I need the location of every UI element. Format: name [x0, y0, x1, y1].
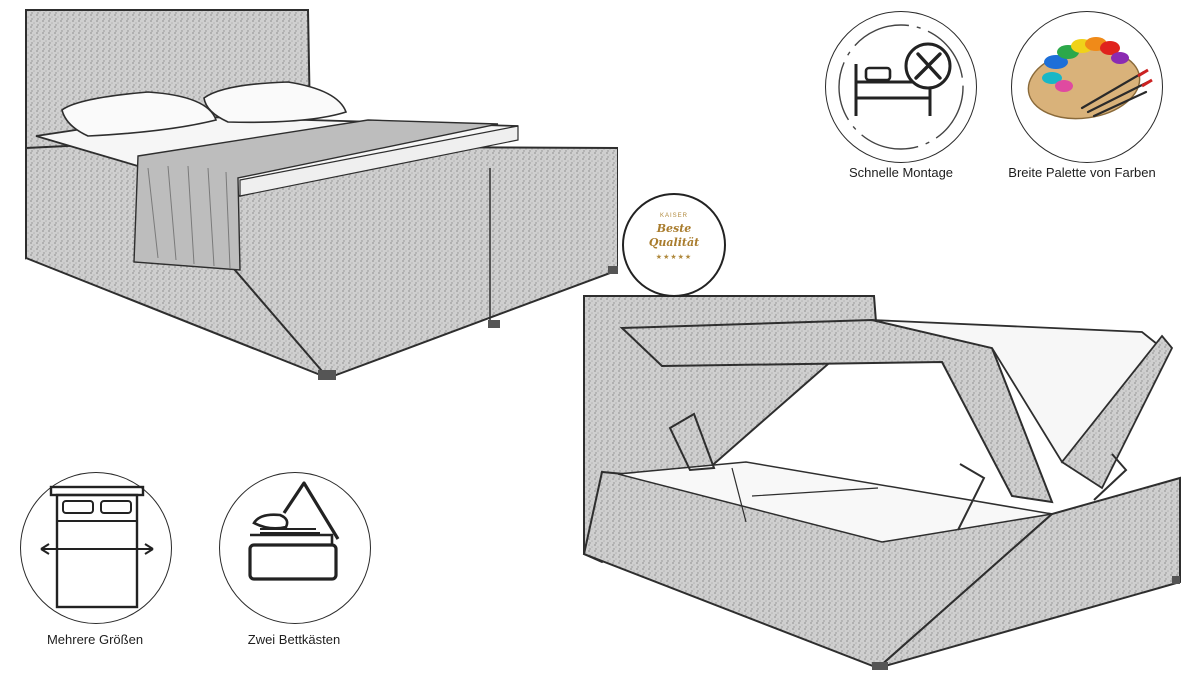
feature-sizes [20, 472, 172, 624]
bed-with-tools-icon [838, 24, 964, 150]
feature-sizes-label: Mehrere Größen [46, 632, 144, 647]
storage-box-icon [248, 481, 340, 581]
badge-brand: KAISER [659, 213, 688, 219]
paint-palette-icon [1027, 37, 1153, 120]
feature-storage [219, 472, 371, 624]
feature-colors [1011, 11, 1163, 163]
badge-line-2: Qualität [648, 236, 700, 249]
badge-line-1: Beste [656, 222, 692, 235]
feature-assembly-label: Schnelle Montage [848, 165, 954, 180]
feature-assembly [825, 11, 977, 163]
bed-size-arrows-icon [40, 485, 154, 609]
closed-bed-illustration [18, 8, 618, 388]
quality-badge: KAISER Beste Qualität ★★★★★ [622, 193, 726, 297]
open-storage-bed-illustration [582, 292, 1182, 672]
feature-storage-label: Zwei Bettkästen [247, 632, 341, 647]
feature-colors-label: Breite Palette von Farben [1008, 165, 1156, 180]
badge-stars: ★★★★★ [655, 254, 693, 261]
